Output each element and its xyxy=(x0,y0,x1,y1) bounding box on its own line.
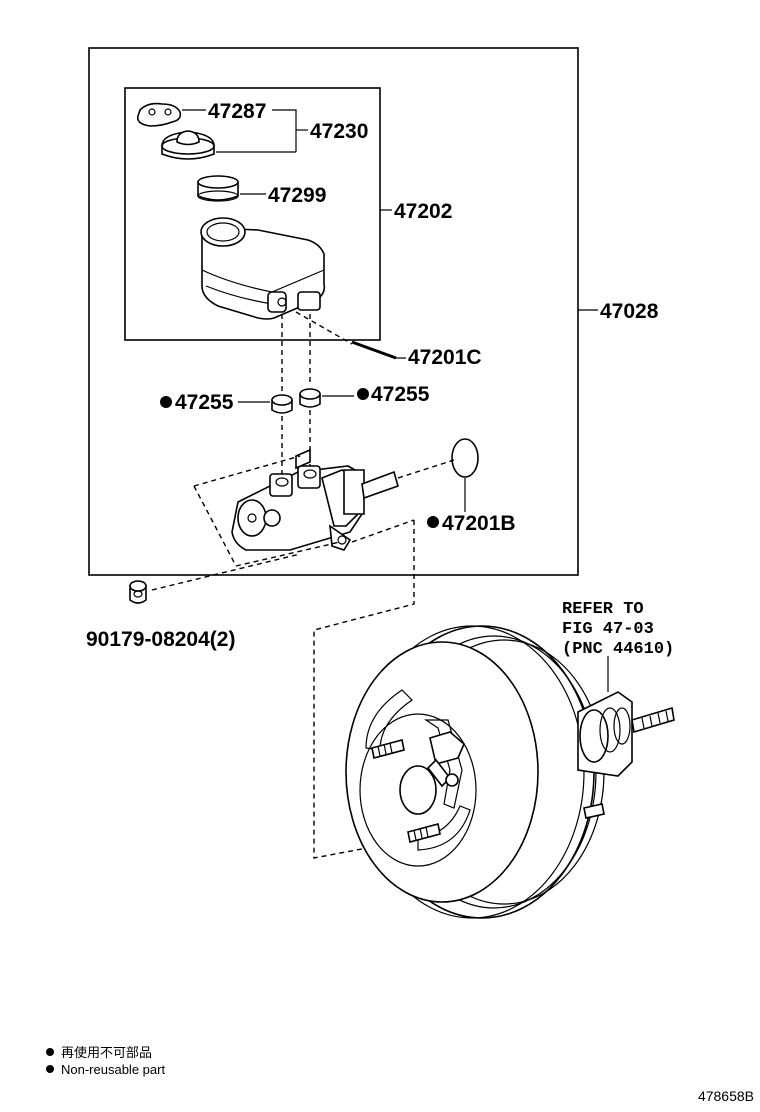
master-cylinder-body xyxy=(231,448,399,551)
gasket-47287 xyxy=(136,102,182,127)
legend-bullet-en xyxy=(46,1065,54,1073)
non-reusable-mark-left xyxy=(160,396,172,408)
part-label-47287: 47287 xyxy=(208,100,266,123)
diagram-code: 478658B xyxy=(698,1088,754,1104)
part-label-47201c: 47201C xyxy=(408,346,482,369)
push-rod xyxy=(631,706,675,734)
non-reusable-mark-oring xyxy=(427,516,439,528)
rear-stud xyxy=(583,803,605,819)
part-label-47299: 47299 xyxy=(268,184,326,207)
legend-bullet-cn xyxy=(46,1048,54,1056)
reservoir-frame-47202 xyxy=(124,87,381,341)
reservoir-tank xyxy=(200,217,326,320)
o-ring-47201b xyxy=(451,438,479,478)
stud-bolt-upper xyxy=(371,739,405,759)
pin-47201c xyxy=(351,340,397,360)
legend-chinese: 再使用不可部品 xyxy=(61,1045,152,1061)
part-label-47255-right: 47255 xyxy=(371,383,430,406)
grommet-47255-left xyxy=(271,394,293,414)
part-label-90179: 90179-08204(2) xyxy=(86,628,235,651)
refer-line-2: FIG 47-03 xyxy=(562,620,654,639)
cap-47230 xyxy=(161,130,215,160)
part-label-47201b: 47201B xyxy=(442,512,516,535)
assembly-frame-47028 xyxy=(88,47,579,576)
part-label-47202: 47202 xyxy=(394,200,452,223)
part-label-47230: 47230 xyxy=(310,120,368,143)
strainer-47299 xyxy=(197,175,239,202)
refer-line-1: REFER TO xyxy=(562,600,644,619)
brake-booster xyxy=(345,625,675,919)
part-label-47028: 47028 xyxy=(600,300,659,323)
grommet-47255-right xyxy=(299,388,321,408)
refer-line-3: (PNC 44610) xyxy=(562,640,674,659)
part-label-47255-left: 47255 xyxy=(175,391,234,414)
legend-english: Non-reusable part xyxy=(61,1062,165,1077)
nut-90179 xyxy=(129,580,147,604)
stud-bolt-lower xyxy=(407,823,441,843)
non-reusable-mark-right xyxy=(357,388,369,400)
